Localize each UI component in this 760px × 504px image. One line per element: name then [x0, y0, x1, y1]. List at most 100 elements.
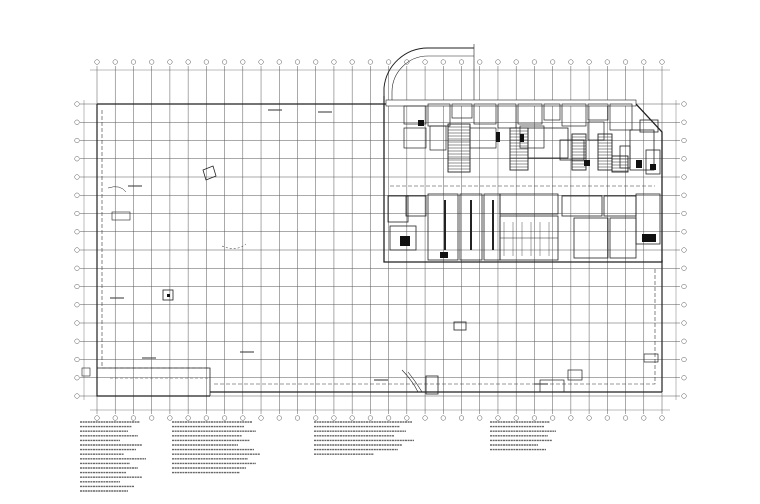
- grid-bubble-top: [404, 59, 410, 65]
- grid-bubble-left: [74, 101, 80, 107]
- stair-landing: [539, 379, 565, 393]
- grid-bubble-top: [386, 59, 392, 65]
- grid-bubble-bottom: [222, 415, 228, 421]
- grid-bubble-bottom: [349, 415, 355, 421]
- equipment-box: [567, 369, 583, 381]
- entry-marker: [81, 367, 91, 377]
- outline-top-wall: [97, 96, 385, 105]
- grid-bubble-bottom: [586, 415, 592, 421]
- grid-bubble-left: [74, 265, 80, 271]
- grid-bubble-right: [681, 229, 687, 235]
- outline-southwest-notch: [97, 367, 211, 396]
- dashed-boundary-west: [101, 110, 210, 369]
- room-upper-right: [559, 139, 585, 161]
- room-upper: [403, 105, 427, 125]
- grid-bubble-bottom: [294, 415, 301, 421]
- grid-bubble-left: [74, 210, 80, 217]
- room-lower: [603, 195, 637, 217]
- equipment-mark: [520, 134, 524, 142]
- grid-bubble-bottom: [659, 415, 665, 421]
- grid-bubble-top: [440, 59, 446, 65]
- grid-bubble-top: [222, 59, 228, 65]
- room-upper: [497, 103, 517, 129]
- room-upper: [587, 121, 605, 141]
- curved-ramp-outer: [383, 47, 474, 104]
- grid-bubble-top: [659, 59, 665, 65]
- equipment-mark: [496, 132, 500, 142]
- core-top-strip: [385, 99, 637, 107]
- grid-bubble-bottom: [367, 415, 373, 421]
- room-lower: [387, 195, 409, 223]
- equipment-box: [643, 353, 659, 363]
- grid-bubble-left: [74, 356, 80, 363]
- grid-bubble-left: [74, 283, 80, 290]
- grid-bubble-top: [349, 59, 355, 65]
- grid-bubble-bottom: [404, 415, 410, 421]
- outline-west-wall: [96, 104, 210, 397]
- grid-bubble-bottom: [112, 415, 118, 421]
- room-upper: [543, 103, 561, 121]
- drain-line: [401, 369, 419, 393]
- building-outline: [96, 44, 663, 397]
- pipe-route: [107, 186, 127, 193]
- room-upper: [561, 103, 587, 127]
- grid-bubble-right: [681, 137, 687, 144]
- room-upper-right: [619, 145, 631, 169]
- grid-bubble-top: [167, 59, 173, 65]
- grid-bubble-top: [258, 59, 264, 65]
- plan-annotations: [81, 109, 659, 395]
- grid-bubble-bottom: [531, 415, 537, 421]
- grid-bubble-left: [74, 302, 80, 308]
- grid-bubble-bottom: [568, 415, 574, 421]
- room-upper: [609, 103, 633, 131]
- grid-bubble-top: [604, 59, 610, 65]
- room-upper: [427, 103, 451, 127]
- grid-bubble-bottom: [167, 415, 173, 421]
- wall-fill: [470, 200, 472, 250]
- room-upper: [403, 127, 427, 149]
- grid-bubble-bottom: [203, 415, 209, 421]
- grid-bubble-top: [495, 59, 501, 65]
- grid-bubble-top: [586, 59, 592, 65]
- grid-bubble-bottom: [331, 415, 337, 421]
- room-upper-right: [645, 149, 661, 175]
- room-upper: [587, 103, 609, 121]
- grid-bubble-bottom: [622, 415, 629, 421]
- room-upper: [429, 125, 447, 151]
- equipment-box: [162, 289, 174, 301]
- grid-bubble-top: [531, 59, 537, 65]
- grid-bubble-top: [149, 59, 155, 65]
- grid-bubble-bottom: [422, 415, 428, 421]
- grid-bubble-bottom: [149, 415, 155, 421]
- grid-bubble-left: [74, 137, 80, 144]
- wall-fill: [444, 200, 446, 250]
- grid-bubble-right: [681, 393, 687, 399]
- grid-bubble-top: [422, 59, 428, 65]
- grid-bubble-bottom: [495, 415, 501, 421]
- grid-bubble-top: [568, 59, 574, 65]
- grid-bubble-top: [367, 59, 373, 65]
- grid-bubble-bottom: [276, 415, 282, 421]
- grid-bubble-right: [681, 375, 687, 381]
- grid-bubble-left: [74, 156, 80, 162]
- grid-bubble-bottom: [185, 415, 191, 421]
- grid-bubble-top: [94, 59, 100, 65]
- grid-bubble-bottom: [550, 415, 556, 421]
- grid-bubble-right: [681, 247, 687, 253]
- grid-bubble-bottom: [240, 415, 246, 421]
- room-upper: [517, 103, 543, 125]
- grid-bubble-top: [641, 59, 647, 65]
- column-marker: [202, 165, 217, 181]
- grid-bubble-bottom: [94, 415, 100, 421]
- room-lower: [389, 225, 417, 251]
- equipment-box: [111, 211, 131, 221]
- equipment-box: [453, 321, 467, 331]
- grid-bubble-left: [74, 247, 80, 253]
- grid-bubble-left: [74, 338, 80, 344]
- dashed-boundary-south: [214, 268, 656, 385]
- grid-bubble-left: [74, 174, 80, 180]
- drain-line: [407, 371, 423, 393]
- room-lower: [459, 193, 483, 261]
